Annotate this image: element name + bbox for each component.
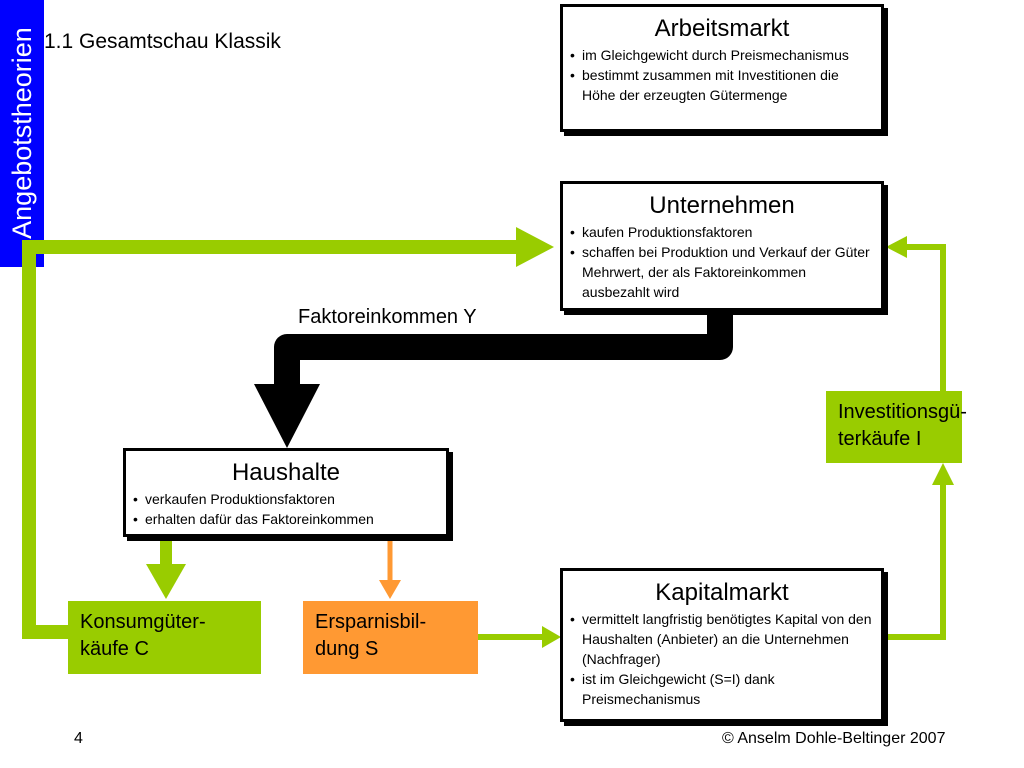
investition-to-unternehmen-arrowhead bbox=[886, 236, 907, 258]
arbeitsmarkt-bullet: im Gleichgewicht durch Preismechanismus bbox=[570, 45, 875, 65]
page-number: 4 bbox=[74, 730, 83, 747]
unternehmen-bullets: kaufen Produktionsfaktoren schaffen bei … bbox=[563, 222, 881, 302]
kapitalmarkt-to-investition-arrowhead bbox=[932, 463, 954, 485]
haushalte-bullets: verkaufen Produktionsfaktoren erhalten d… bbox=[126, 489, 446, 529]
haushalte-bullet: verkaufen Produktionsfaktoren bbox=[133, 489, 440, 509]
investition-to-unternehmen-arrow bbox=[905, 244, 946, 391]
kapitalmarkt-box: Kapitalmarkt vermittelt langfristig benö… bbox=[560, 568, 884, 722]
kapitalmarkt-bullets: vermittelt langfristig benötigtes Kapita… bbox=[563, 609, 881, 709]
arbeitsmarkt-bullet: bestimmt zusammen mit Investitionen die … bbox=[570, 65, 875, 105]
haushalte-title: Haushalte bbox=[231, 459, 341, 486]
konsum-to-unternehmen-arrowhead bbox=[516, 227, 554, 267]
unternehmen-title: Unternehmen bbox=[649, 192, 795, 219]
haushalte-bullet: erhalten dafür das Faktoreinkommen bbox=[133, 509, 440, 529]
unternehmen-box: Unternehmen kaufen Produktionsfaktoren s… bbox=[560, 181, 884, 311]
faktoreinkommen-label: Faktoreinkommen Y bbox=[298, 306, 477, 328]
haushalte-to-ersparnis-arrowhead bbox=[379, 580, 401, 599]
faktoreinkommen-arrow bbox=[274, 312, 733, 386]
haushalte-box: Haushalte verkaufen Produktionsfaktoren … bbox=[123, 448, 449, 537]
faktoreinkommen-arrowhead bbox=[254, 384, 320, 448]
slide-title: 1.1 Gesamtschau Klassik bbox=[44, 30, 281, 53]
arbeitsmarkt-bullets: im Gleichgewicht durch Preismechanismus … bbox=[563, 45, 881, 105]
side-bar: Angebotstheorien bbox=[0, 0, 44, 267]
kapitalmarkt-bullet: vermittelt langfristig benötigtes Kapita… bbox=[570, 609, 875, 669]
unternehmen-bullet: kaufen Produktionsfaktoren bbox=[570, 222, 875, 242]
kapitalmarkt-to-investition-arrow bbox=[884, 483, 946, 640]
copyright: © Anselm Dohle-Beltinger 2007 bbox=[722, 730, 946, 747]
ersparnis-to-kapitalmarkt-arrowhead bbox=[542, 626, 561, 648]
arbeitsmarkt-title: Arbeitsmarkt bbox=[654, 15, 790, 42]
konsum-to-unternehmen-arrow bbox=[22, 240, 522, 639]
investition-flowbox: Investitionsgü-terkäufe I bbox=[826, 391, 967, 463]
arbeitsmarkt-box: Arbeitsmarkt im Gleichgewicht durch Prei… bbox=[560, 4, 884, 132]
haushalte-to-konsum-arrowhead bbox=[146, 564, 186, 599]
konsum-flowbox: Konsumgüter-käufe C bbox=[68, 601, 261, 674]
unternehmen-bullet: schaffen bei Produktion und Verkauf der … bbox=[570, 242, 875, 302]
kapitalmarkt-bullet: ist im Gleichgewicht (S=I) dank Preismec… bbox=[570, 669, 875, 709]
kapitalmarkt-title: Kapitalmarkt bbox=[655, 579, 789, 606]
ersparnis-flowbox: Ersparnisbil-dung S bbox=[303, 601, 478, 674]
